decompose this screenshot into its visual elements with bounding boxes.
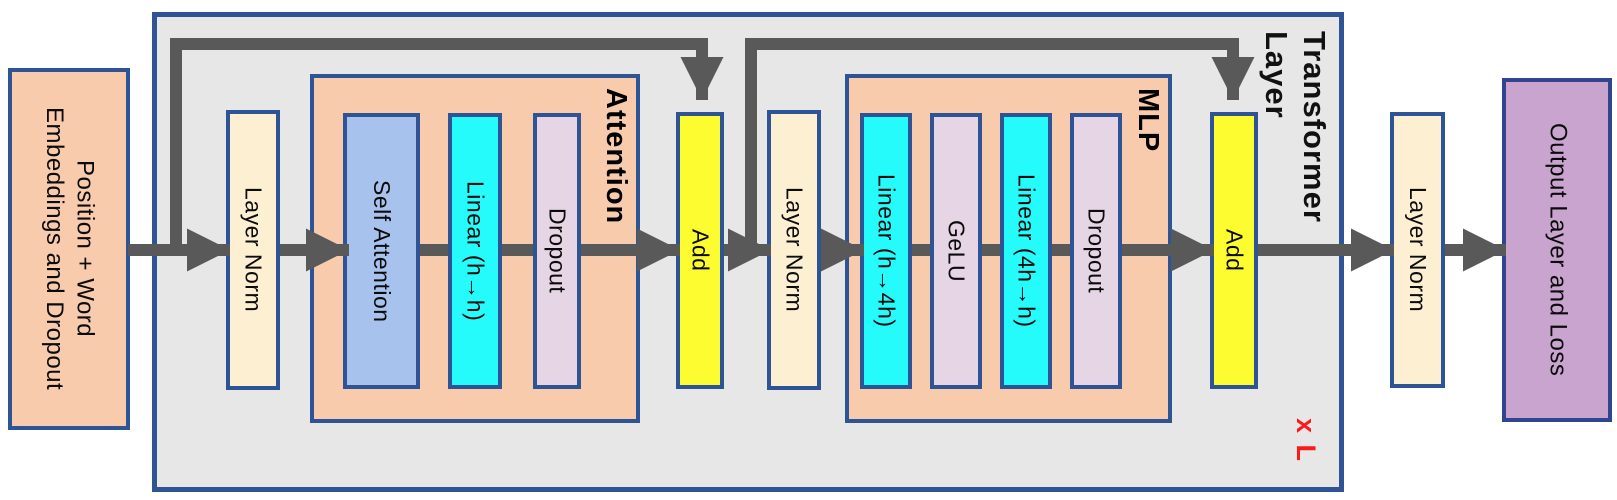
add-2-label: Add bbox=[1221, 229, 1248, 272]
mlp-dropout-box: Dropout bbox=[1070, 113, 1122, 389]
attention-dropout-box: Dropout bbox=[533, 113, 581, 389]
mlp-dropout-label: Dropout bbox=[1083, 208, 1110, 294]
layer-norm-1-label: Layer Norm bbox=[240, 187, 267, 313]
output-layer-label: Output Layer and Loss bbox=[1544, 123, 1572, 377]
attention-dropout-label: Dropout bbox=[544, 208, 571, 294]
self-attention-label: Self Attention bbox=[369, 179, 396, 323]
attention-linear-box: Linear (h→h) bbox=[448, 113, 502, 389]
mlp-gelu-label: GeLU bbox=[943, 219, 970, 283]
layer-norm-2-label: Layer Norm bbox=[781, 187, 808, 313]
mlp-linear-project-box: Linear (4h→h) bbox=[1000, 113, 1052, 389]
add-1-label: Add bbox=[687, 229, 714, 272]
layer-norm-1-box: Layer Norm bbox=[226, 110, 280, 390]
mlp-linear-expand-box: Linear (h→4h) bbox=[860, 113, 912, 389]
mlp-linear-project-label: Linear (4h→h) bbox=[1013, 174, 1040, 328]
repeat-count-label: x L bbox=[1291, 417, 1321, 463]
final-layer-norm-box: Layer Norm bbox=[1390, 112, 1445, 388]
attention-linear-label: Linear (h→h) bbox=[462, 180, 489, 322]
final-layer-norm-label: Layer Norm bbox=[1405, 187, 1432, 313]
layer-norm-2-box: Layer Norm bbox=[767, 110, 821, 390]
transformer-layer-label: Transformer Layer bbox=[1259, 31, 1332, 223]
input-embeddings-box: Position + Word Embeddings and Dropout bbox=[8, 68, 130, 430]
mlp-gelu-box: GeLU bbox=[930, 113, 982, 389]
mlp-block-label: MLP bbox=[1132, 88, 1164, 153]
input-embeddings-label: Position + Word Embeddings and Dropout bbox=[41, 107, 99, 391]
mlp-linear-expand-label: Linear (h→4h) bbox=[873, 174, 900, 328]
self-attention-box: Self Attention bbox=[343, 113, 420, 389]
attention-block-label: Attention bbox=[600, 88, 632, 225]
add-2-box: Add bbox=[1210, 112, 1258, 389]
output-layer-box: Output Layer and Loss bbox=[1502, 78, 1612, 422]
add-1-box: Add bbox=[676, 112, 724, 389]
